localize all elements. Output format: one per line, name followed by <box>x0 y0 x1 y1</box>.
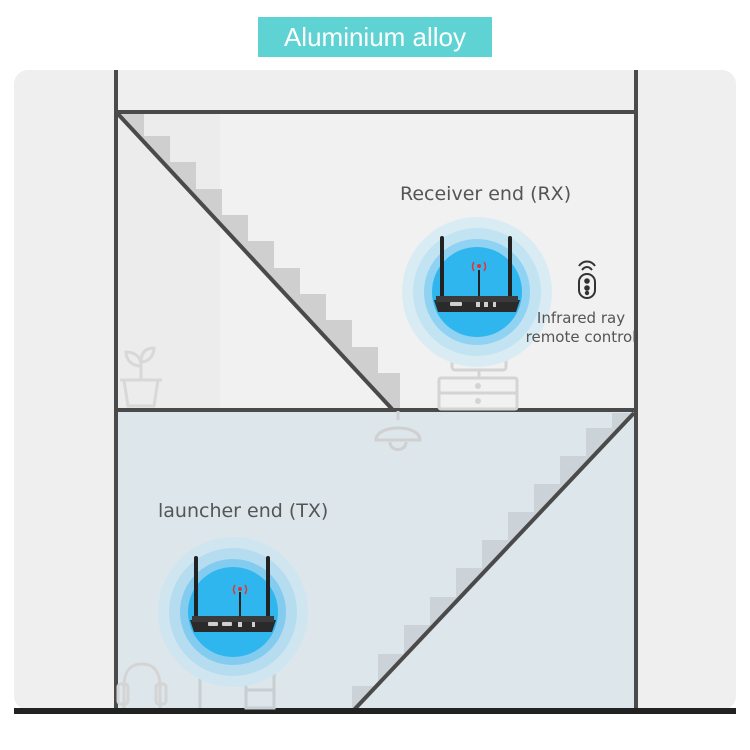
transmitter-label: launcher end (TX) <box>158 500 329 522</box>
plant-pot-icon <box>120 346 162 408</box>
title-badge: Aluminium alloy <box>258 17 492 57</box>
armchair-icon <box>116 662 168 708</box>
receiver-label: Receiver end (RX) <box>400 183 572 205</box>
rx-device-icon <box>434 236 520 312</box>
remote-label: Infrared ray remote control <box>524 309 638 347</box>
ceiling-lamp-icon <box>374 411 422 451</box>
tv-cabinet-icon <box>437 334 519 411</box>
remote-label-line2: remote control <box>525 328 637 346</box>
tx-device-icon <box>190 556 276 632</box>
remote-control-icon <box>578 260 596 299</box>
tx-signal-rings <box>158 537 308 687</box>
remote-label-line1: Infrared ray <box>536 309 626 327</box>
building-frame <box>114 70 638 710</box>
